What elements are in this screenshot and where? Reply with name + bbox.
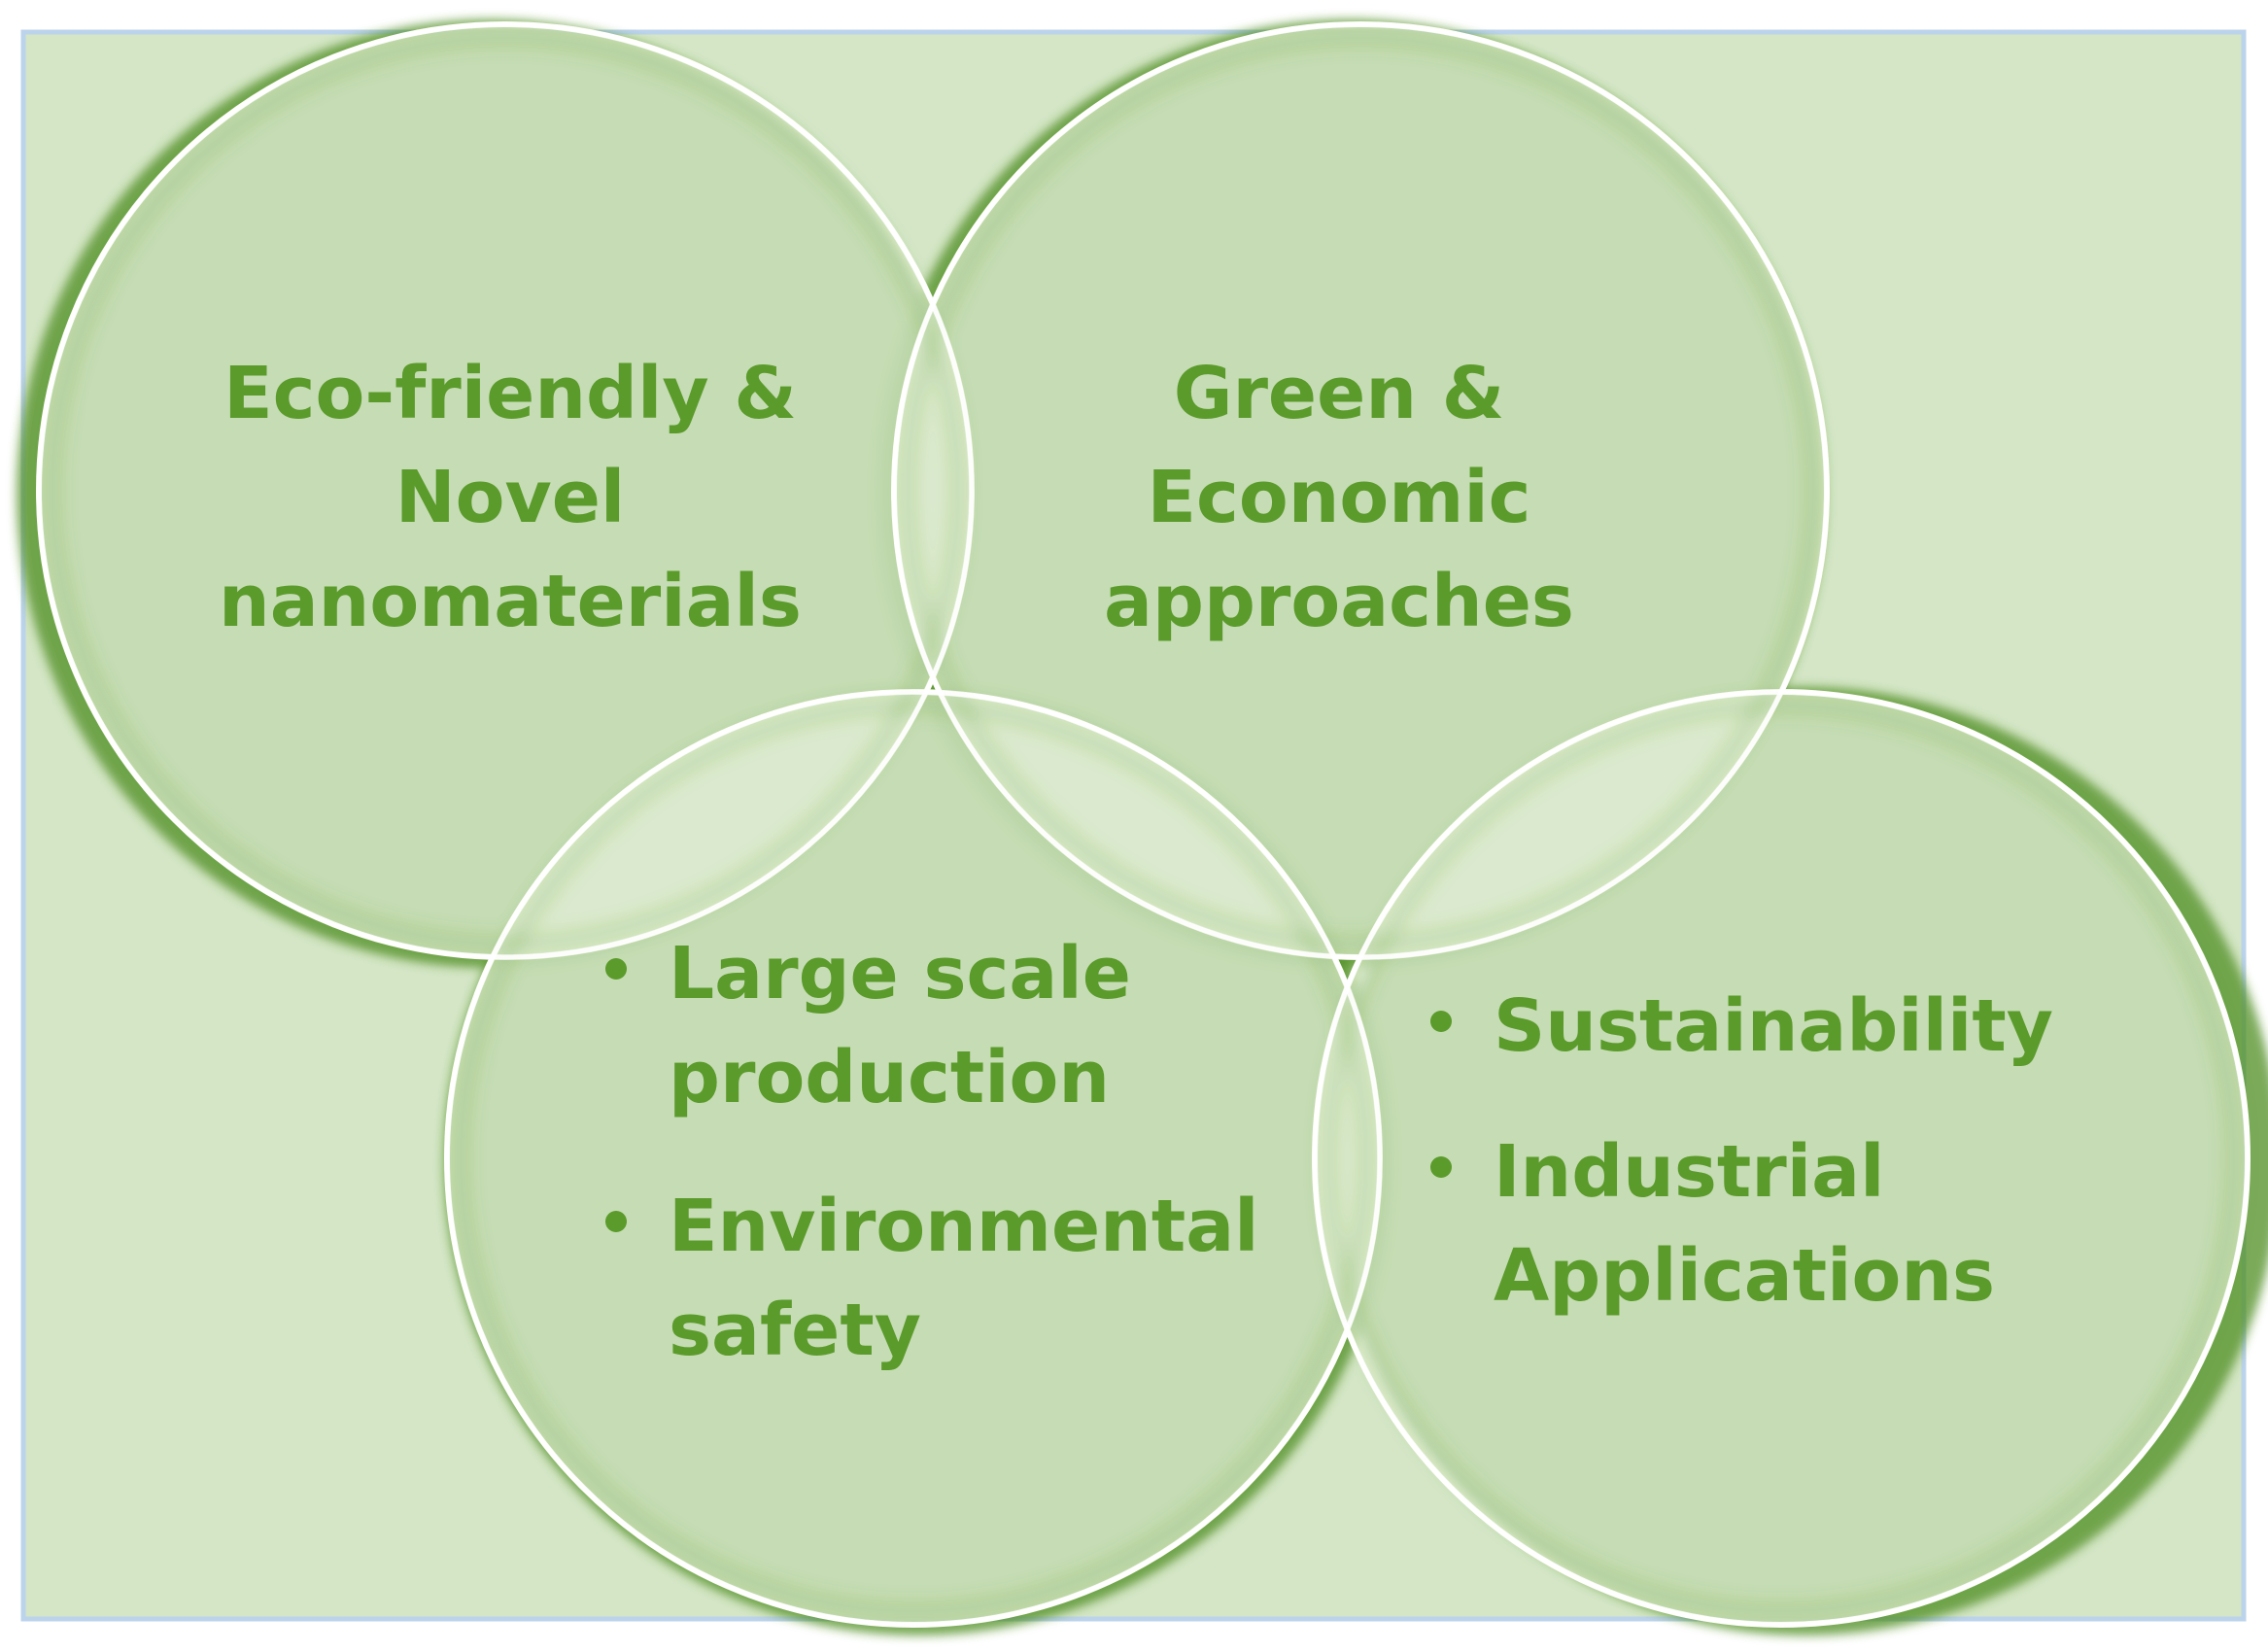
circle-rim-eco: [46, 31, 965, 950]
circle-rim-sustain: [1322, 699, 2241, 1618]
sustain-bullet-list: Sustainability Industrial Applications: [1430, 984, 2053, 1318]
eco-title-line-2: Novel: [395, 456, 626, 539]
bullet-dot: [605, 958, 627, 980]
eco-circle-title: Eco-friendly & Novel nanomaterials: [219, 352, 802, 643]
eco-title-line-1: Eco-friendly &: [223, 352, 797, 435]
green-title-line-1: Green &: [1174, 352, 1505, 435]
sustain-bullet-2-line-2: Applications: [1494, 1234, 1995, 1318]
bullet-dot: [605, 1211, 627, 1232]
production-bullet-1-line-2: production: [669, 1036, 1110, 1119]
production-bullet-list: Large scale production Environmental saf…: [605, 932, 1259, 1372]
green-title-line-2: Economic: [1147, 456, 1530, 539]
production-bullet-1-line-1: Large scale: [669, 932, 1131, 1015]
sustain-bullet-1-line-1: Sustainability: [1494, 984, 2053, 1068]
circle-outline-sustain: [1312, 689, 2251, 1628]
eco-title-line-3: nanomaterials: [219, 560, 802, 643]
circle-rim-production: [454, 699, 1373, 1618]
circle-production: [444, 689, 1383, 1628]
circle-outline-eco: [36, 21, 975, 960]
green-circle-title: Green & Economic approaches: [1104, 352, 1574, 643]
circle-rim-green: [901, 31, 1820, 950]
circle-outlines: [36, 21, 2251, 1628]
production-bullet-2-line-2: safety: [669, 1289, 921, 1372]
green-title-line-3: approaches: [1104, 560, 1574, 643]
production-bullet-2-line-1: Environmental: [669, 1185, 1259, 1268]
bullet-dot: [1430, 1156, 1452, 1178]
bullet-dot: [1430, 1011, 1452, 1032]
circle-outline-production: [444, 689, 1383, 1628]
sustain-bullet-2-line-1: Industrial: [1494, 1130, 1884, 1214]
circle-rims: [46, 31, 2241, 1618]
